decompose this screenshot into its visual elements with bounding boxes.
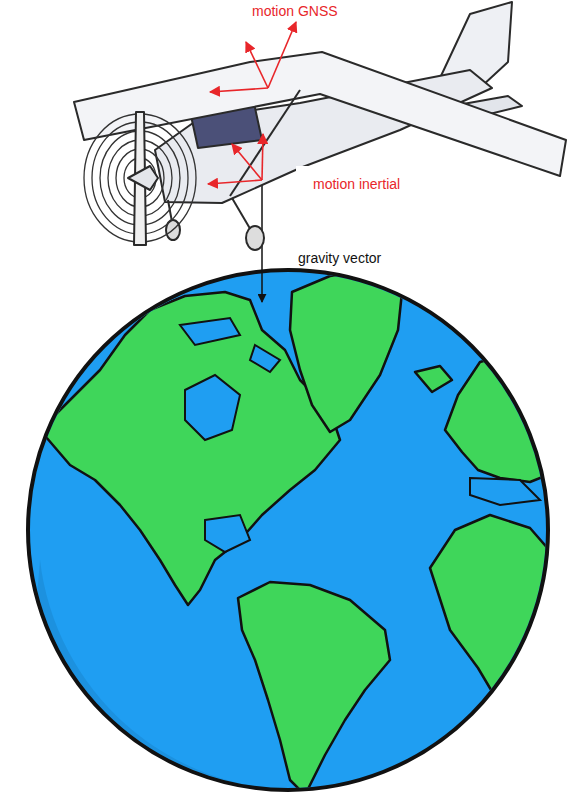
south-america [238,582,390,795]
airplane [74,2,566,250]
europe [445,352,560,482]
annotation-label: motion inertial [313,176,400,192]
globe-outline [28,270,548,790]
landing-strut [232,198,252,232]
hudson-bay [185,375,240,440]
greenland [290,270,402,432]
wing-strut [230,90,300,196]
label-backdrop [296,166,472,200]
annotation-label: motion GNSS [252,3,338,19]
annotation-label: gravity vector [298,250,381,266]
globe [20,270,560,796]
main-wheel [246,226,264,250]
arctic-channel [250,345,280,372]
gulf-of-mexico [205,515,250,552]
arctic-channel [180,318,240,345]
inertial-axes [208,134,263,184]
iceland [415,366,452,392]
spinner [128,166,158,190]
mediterranean [470,478,540,505]
africa [430,515,560,728]
gnss-axes [210,22,296,92]
